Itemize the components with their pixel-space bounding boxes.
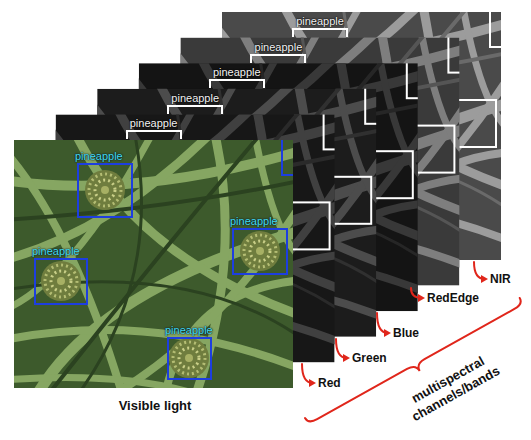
box-outline <box>167 337 212 380</box>
box-outline <box>126 130 182 139</box>
box-outline <box>77 163 133 218</box>
class-label: pineapple <box>32 245 88 257</box>
box-outline <box>34 258 88 305</box>
box-outline <box>232 228 288 275</box>
box-outline <box>250 54 306 63</box>
bounding-box: pineapple <box>126 117 182 139</box>
bounding-box: pineapple <box>292 15 348 37</box>
bounding-box: pineapple <box>34 245 88 305</box>
class-label: pineapple <box>157 92 233 104</box>
class-label: pineapple <box>116 117 192 129</box>
box-outline <box>167 105 223 114</box>
bounding-box: pineapple <box>232 215 288 275</box>
band-name: NIR <box>490 272 511 287</box>
box-outline <box>292 28 348 37</box>
bounding-box: pineapple <box>167 324 212 380</box>
class-label: pineapple <box>199 66 275 78</box>
box-outline <box>209 79 265 88</box>
bounding-box: pineapple <box>209 66 265 88</box>
class-label: pineapple <box>75 150 133 162</box>
image-caption: Visible light <box>119 398 192 414</box>
class-label: pineapple <box>165 324 212 336</box>
bounding-box: pineapple <box>77 150 133 218</box>
band-name: Blue <box>393 326 419 341</box>
bounding-box: pineapple <box>250 41 306 63</box>
band-name: RedEdge <box>427 291 479 306</box>
class-label: pineapple <box>240 41 316 53</box>
class-label: pineapple <box>282 15 358 27</box>
class-label: pineapple <box>230 215 288 227</box>
band-name: Red <box>318 376 341 391</box>
band-name: Green <box>352 351 387 366</box>
bounding-box: pineapple <box>167 92 223 114</box>
bracket-label: multispectral channels/bands <box>387 341 516 432</box>
